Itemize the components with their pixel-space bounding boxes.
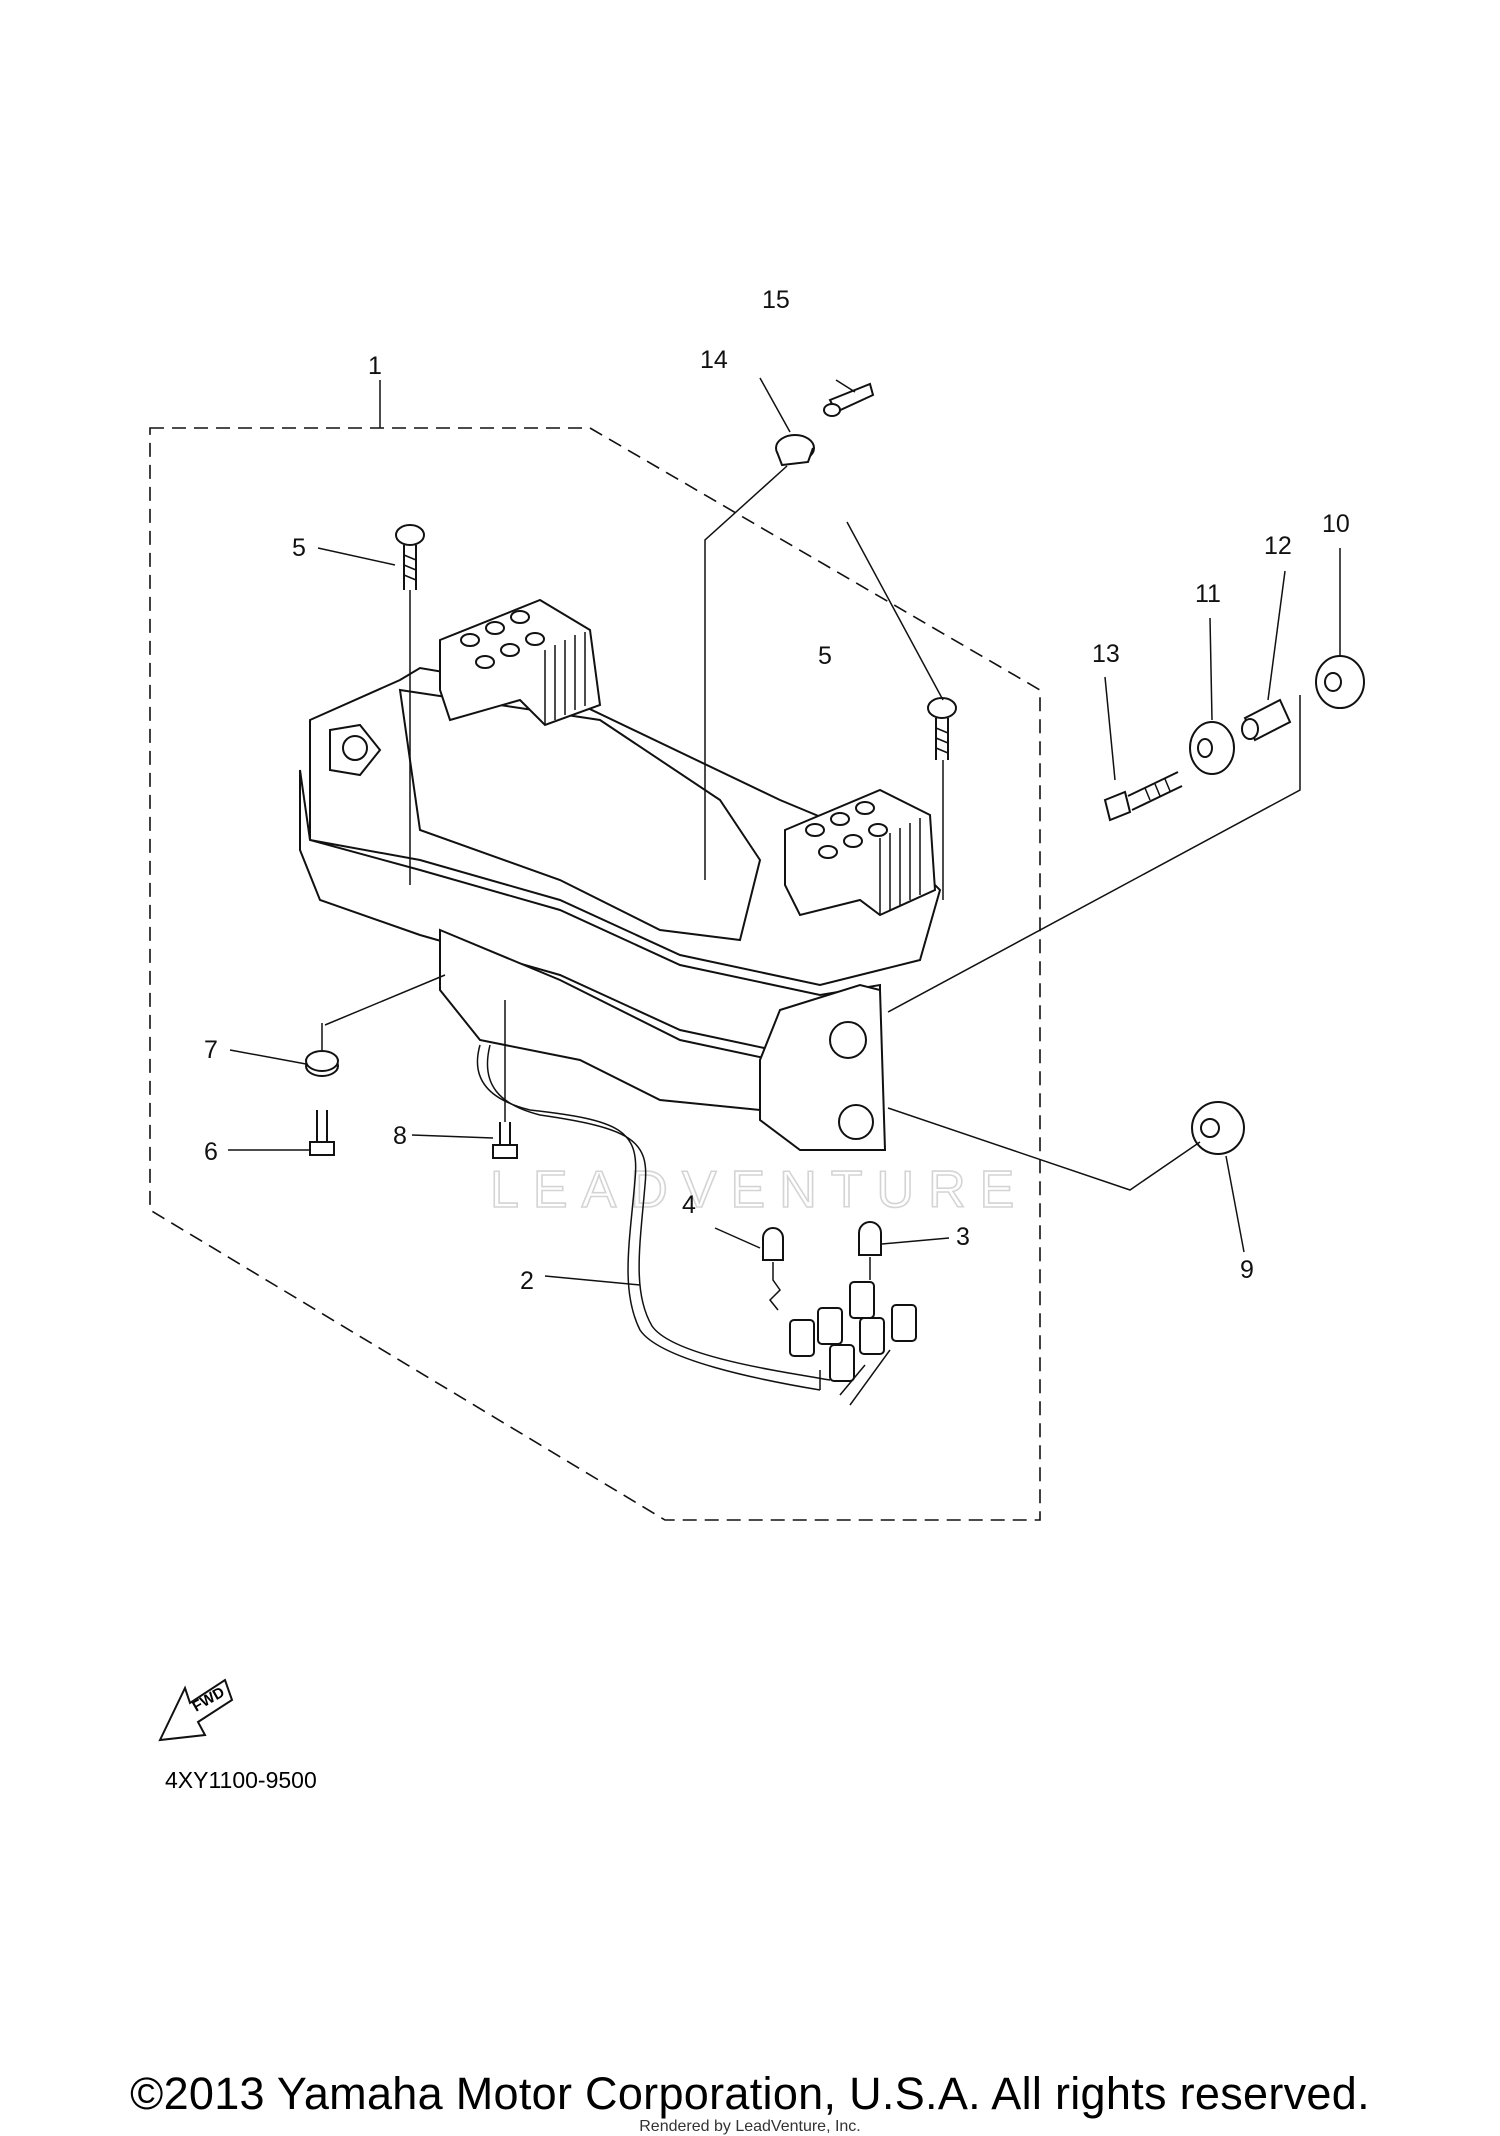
callout-13: 13 [1092,640,1120,668]
callout-11: 11 [1195,580,1221,608]
callout-1: 1 [368,352,382,380]
bolt-13 [1103,771,1183,822]
callout-5-right: 5 [818,642,832,670]
bolt-6 [309,1110,335,1156]
screw-15 [823,382,875,417]
collar-12 [1241,698,1292,742]
meter-assembly [299,598,942,1406]
leader-lines [228,377,1341,1286]
bulb-4 [762,1227,784,1311]
grommet-11 [1189,721,1235,775]
left-heat-sink [439,598,602,727]
fwd-arrow-icon: FWD [158,1678,234,1742]
grommet-9 [1191,1101,1245,1155]
callout-10: 10 [1322,510,1350,538]
callout-5-left: 5 [292,534,306,562]
watermark-text: LEADVENTURE [490,1161,1028,1219]
callout-14: 14 [700,346,728,374]
rendered-by-notice: Rendered by LeadVenture, Inc. [639,2118,861,2135]
bolt-8 [492,1122,518,1159]
assembly-boundary [149,427,1041,1521]
callout-12: 12 [1264,532,1292,560]
right-heat-sink [784,788,937,917]
screw-5-right [927,697,957,760]
bulb-3 [858,1221,882,1280]
grommet-10 [1315,655,1365,709]
callout-6: 6 [204,1138,218,1166]
copyright-notice: ©2013 Yamaha Motor Corporation, U.S.A. A… [130,2068,1370,2119]
collar-14 [775,434,815,467]
diagram-code: 4XY1100-9500 [165,1767,317,1793]
nut-7 [305,1050,339,1077]
callout-9: 9 [1240,1256,1254,1284]
callout-8: 8 [393,1122,407,1150]
callout-7: 7 [204,1036,218,1064]
callout-4: 4 [682,1191,696,1219]
callout-15: 15 [762,286,790,314]
screw-5-left [395,524,425,590]
callout-2: 2 [520,1267,534,1295]
callout-3: 3 [956,1223,970,1251]
wire-harness [476,1044,917,1406]
